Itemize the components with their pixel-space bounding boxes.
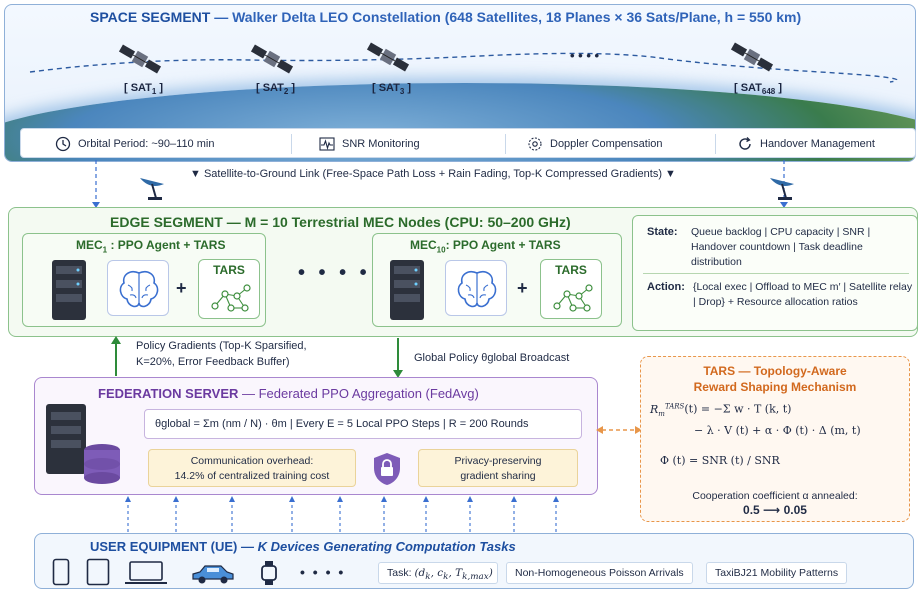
car-icon [192, 565, 234, 584]
satellite-1 [118, 44, 162, 79]
orbit-overlay [29, 52, 898, 83]
smartphone-icon [52, 558, 70, 586]
orbital-period-item: Orbital Period: ~90–110 min [55, 136, 214, 152]
dish-antenna-icon [770, 178, 794, 200]
mec-1-title: MEC1 : PPO Agent + TARS [76, 238, 226, 255]
satellite-648-label: [ SAT648 ] [734, 82, 782, 97]
divider [715, 134, 716, 154]
state-label: State: [647, 226, 678, 238]
mec-10-title: MEC10: PPO Agent + TARS [410, 238, 561, 255]
tars-module-box: TARS [540, 259, 602, 319]
server-icon [390, 260, 424, 320]
tars-label: TARS [213, 263, 245, 277]
arrow-head [111, 336, 121, 344]
satellite-2 [250, 44, 294, 79]
state-text: Queue backlog | CPU capacity | SNR | Han… [691, 226, 871, 268]
server-icon [52, 260, 86, 320]
space-title-sub: — Walker Delta LEO Constellation (648 Sa… [214, 9, 802, 25]
orbit-path [29, 52, 898, 83]
annealing-range: 0.5 ⟶ 0.05 [743, 503, 807, 517]
tars-label: TARS [555, 263, 587, 277]
arrow-head [780, 202, 788, 208]
ue-fed-arrows [125, 496, 559, 532]
dish-antenna-icon [140, 178, 164, 200]
fed-tars-arrow [596, 426, 642, 434]
edge-fed-arrows [111, 336, 403, 378]
edge-segment-title: EDGE SEGMENT — M = 10 Terrestrial MEC No… [110, 214, 571, 230]
doppler-item: Doppler Compensation [527, 136, 663, 152]
snr-monitoring-item: SNR Monitoring [319, 136, 420, 152]
satellite-ellipsis: • • • • [570, 48, 600, 63]
tablet-icon [86, 558, 110, 586]
space-title-main: SPACE SEGMENT [90, 9, 211, 25]
poisson-arrivals-chip: Non-Homogeneous Poisson Arrivals [506, 562, 693, 584]
brain-icon [457, 270, 497, 308]
laptop-icon [125, 561, 167, 584]
space-segment-title: SPACE SEGMENT — Walker Delta LEO Constel… [90, 9, 801, 25]
satellite-648 [730, 42, 774, 77]
device-ellipsis: • • • • [300, 564, 346, 580]
user-equipment-title: USER EQUIPMENT (UE) — K Devices Generati… [90, 539, 516, 554]
divider [505, 134, 506, 154]
server-database-icon [46, 404, 120, 484]
shield-lock-icon [374, 453, 400, 485]
communication-overhead-box: Communication overhead:14.2% of centrali… [148, 449, 356, 487]
satellite-2-label: [ SAT2 ] [256, 82, 296, 97]
space-info-bar: Orbital Period: ~90–110 min SNR Monitori… [20, 128, 916, 158]
plus-sign: + [176, 278, 187, 298]
action-text: {Local exec | Offload to MEC m′ | Satell… [693, 281, 913, 308]
ppo-agent-box [107, 260, 169, 316]
plus-sign: + [517, 278, 528, 298]
global-policy-broadcast-label: Global Policy θglobal Broadcast [414, 352, 570, 364]
annealing-label: Cooperation coefficient α annealed: [692, 490, 858, 502]
satellite-icon [118, 44, 162, 74]
satellite-icon [730, 42, 774, 72]
link-overlay [92, 160, 794, 208]
brain-icon [119, 270, 159, 308]
satellite-3 [366, 42, 410, 77]
topology-graph-icon [211, 284, 251, 312]
satellite-1-label: [ SAT1 ] [124, 82, 164, 97]
topology-graph-icon [553, 284, 593, 312]
signal-wave-icon [319, 137, 335, 151]
ppo-agent-box [445, 260, 507, 316]
task-tuple-chip: Task: (dk, ck, Tk,max) [378, 562, 498, 584]
state-action-box: State: Queue backlog | CPU capacity | SN… [632, 215, 918, 331]
tars-reward-equation-line2: − λ · V (t) + α · Φ (t) · Δ (m, t) [694, 424, 861, 437]
divider [643, 273, 909, 274]
tars-reward-equation-line1: RmTARS(t) = −Σ w · T (k, t) [650, 402, 792, 418]
satellite-3-label: [ SAT3 ] [372, 82, 412, 97]
tars-module-box: TARS [198, 259, 260, 319]
satellite-icon [250, 44, 294, 74]
mec-ellipsis: • • • • [298, 262, 371, 284]
action-label: Action: [647, 281, 685, 293]
clock-icon [55, 136, 71, 152]
fedavg-formula-box: θglobal = Σm (nm / N) · θm | Every E = 5… [144, 409, 582, 439]
tars-phi-equation: Φ (t) = SNR (t) / SNR [660, 454, 780, 467]
target-icon [528, 137, 542, 151]
satellite-ground-link-label: ▼ Satellite-to-Ground Link (Free-Space P… [190, 168, 676, 180]
policy-gradients-label: Policy Gradients (Top-K Sparsified,K=20%… [136, 340, 307, 368]
tars-panel [640, 356, 910, 522]
mobility-patterns-chip: TaxiBJ21 Mobility Patterns [706, 562, 848, 584]
federation-server-title: FEDERATION SERVER — Federated PPO Aggreg… [98, 386, 479, 401]
arrow-head [393, 370, 403, 378]
handover-item: Handover Management [737, 136, 875, 152]
refresh-icon [739, 137, 751, 150]
divider [291, 134, 292, 154]
satellite-icon [366, 42, 410, 72]
smartwatch-icon [261, 561, 277, 585]
arrow-head [92, 202, 100, 208]
